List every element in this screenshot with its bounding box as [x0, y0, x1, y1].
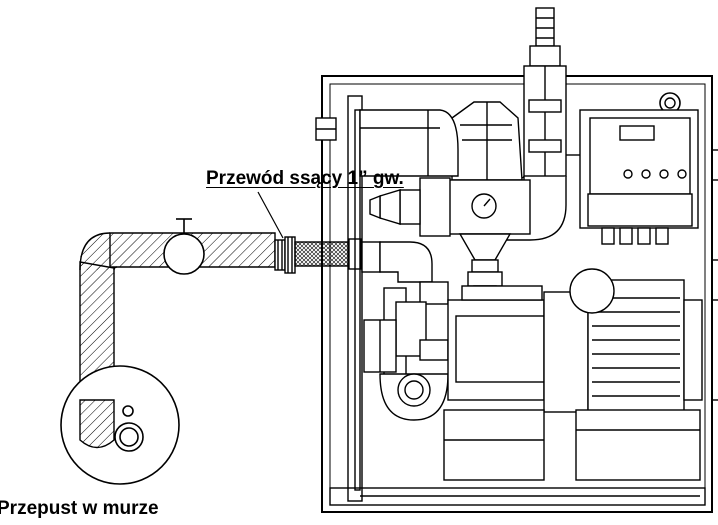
control-panel [566, 109, 699, 245]
label-leader-line [257, 191, 284, 239]
panel-button-icon [623, 169, 633, 179]
pressure-controller [369, 101, 531, 295]
pump-station [315, 75, 718, 513]
pump-motor [443, 268, 703, 481]
relay-box [359, 109, 459, 177]
motor-fins [592, 297, 680, 397]
wall-passage-label: Przepust w murze [0, 498, 159, 519]
wall-passage [60, 365, 180, 485]
motor-terminal-icon [569, 268, 615, 314]
suction-pipe-label: Przewód ssący 1” gw. [206, 168, 404, 189]
inlet-assembly [361, 241, 449, 421]
panel-display [619, 125, 655, 141]
cabinet-side-slots [712, 149, 718, 401]
ball-valve [163, 218, 205, 275]
